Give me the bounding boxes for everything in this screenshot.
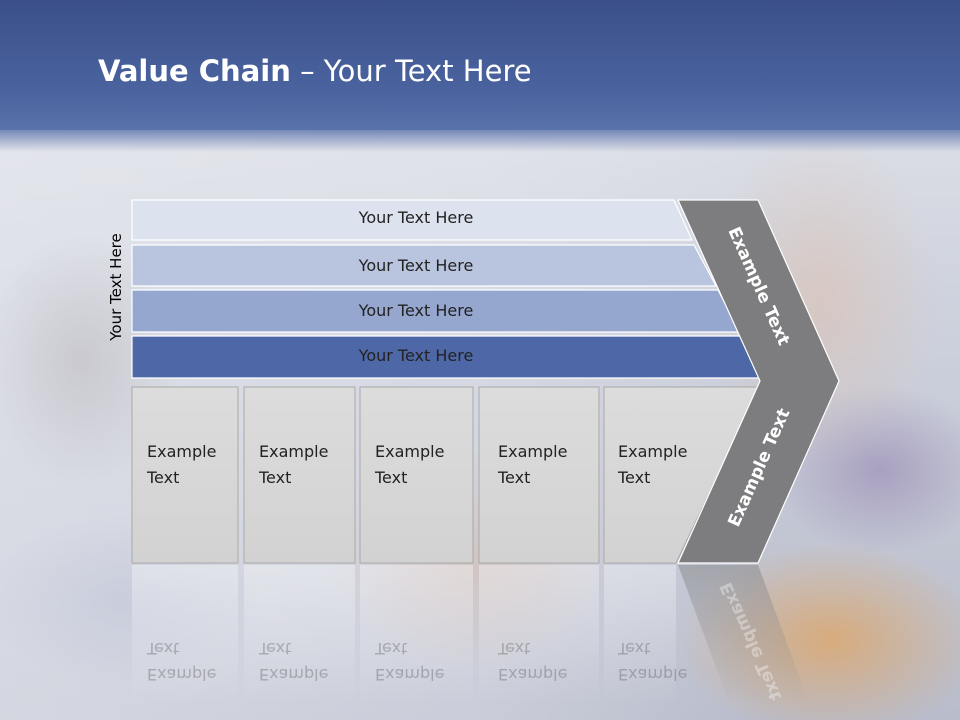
cell-4-reflection xyxy=(479,565,599,705)
bar-2 xyxy=(131,244,718,287)
cell-3-reflection-label: Example Text xyxy=(375,635,444,687)
title-banner xyxy=(0,0,960,152)
cell-4-line-1: Example xyxy=(498,442,568,461)
cell-2-reflection xyxy=(244,565,355,705)
cell-3-line-2: Text xyxy=(375,468,408,487)
cell-4 xyxy=(478,386,600,564)
cell-1-reflection-label: Example Text xyxy=(147,635,216,687)
cell-1-line-1: Example xyxy=(147,442,217,461)
cell-5-line-2: Text xyxy=(618,468,651,487)
cell-3-reflection xyxy=(360,565,473,705)
cell-3 xyxy=(359,386,474,564)
cell-4-line-2: Text xyxy=(498,468,531,487)
cell-4-reflection-line-1: Example xyxy=(498,665,568,684)
title-rest: – Your Text Here xyxy=(290,54,532,88)
bar-1 xyxy=(131,199,693,241)
chevron-reflection xyxy=(678,565,810,705)
cell-1-reflection-line-2: Text xyxy=(147,639,180,658)
cell-2-line-1: Example xyxy=(259,442,329,461)
cell-2-line-2: Text xyxy=(259,468,292,487)
cell-2 xyxy=(243,386,356,564)
chevron-arrow xyxy=(677,199,840,564)
cell-5 xyxy=(603,386,761,564)
cell-2-reflection-label: Example Text xyxy=(259,635,328,687)
bar-1-label: Your Text Here xyxy=(358,208,474,227)
cell-3-line-1: Example xyxy=(375,442,445,461)
cell-1-reflection xyxy=(132,565,238,705)
cell-2-reflection-line-1: Example xyxy=(259,665,329,684)
cell-5-reflection xyxy=(604,565,676,705)
cell-5-line-1: Example xyxy=(618,442,688,461)
bar-4-label: Your Text Here xyxy=(358,346,474,365)
cell-3-reflection-line-2: Text xyxy=(375,639,408,658)
cell-1-line-2: Text xyxy=(147,468,180,487)
cell-4-reflection-label: Example Text xyxy=(498,635,567,687)
cell-5-reflection-line-2: Text xyxy=(618,639,651,658)
cell-5-reflection-label: Example Text xyxy=(618,635,687,687)
cell-1-reflection-line-1: Example xyxy=(147,665,217,684)
cell-4-reflection-line-2: Text xyxy=(498,639,531,658)
cell-2-reflection-line-2: Text xyxy=(259,639,292,658)
bar-2-label: Your Text Here xyxy=(358,256,474,275)
cell-5-reflection-line-1: Example xyxy=(618,665,688,684)
slide-title: Value Chain – Your Text Here xyxy=(98,54,532,88)
bar-3-label: Your Text Here xyxy=(358,301,474,320)
cell-3-reflection-line-1: Example xyxy=(375,665,445,684)
cell-1 xyxy=(131,386,239,564)
title-bold: Value Chain xyxy=(98,54,291,88)
